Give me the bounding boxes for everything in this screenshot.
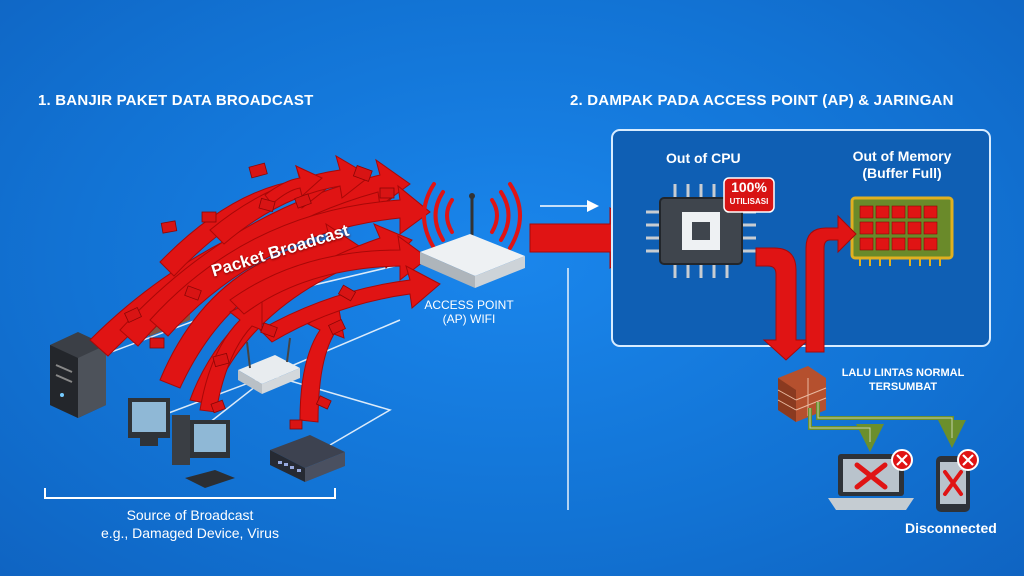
access-point-icon: [420, 182, 525, 288]
source-label-line1: Source of Broadcast: [126, 507, 254, 523]
phone-icon: [936, 456, 970, 512]
cpu-icon: [646, 184, 756, 278]
cpu-badge-label: UTILISASI: [729, 197, 769, 206]
cpu-badge: [723, 177, 775, 213]
packets: [124, 162, 395, 430]
disconnected-label: Disconnected: [905, 520, 997, 536]
error-icon: [957, 449, 979, 471]
blocked-traffic-line1: LALU LINTAS NORMAL: [841, 367, 965, 379]
access-point-label-line1: ACCESS POINT: [424, 298, 514, 312]
memory-icon: [850, 196, 954, 266]
memory-title: Out of Memory (Buffer Full): [840, 148, 964, 182]
error-icon: [891, 449, 913, 471]
desktop-icon: [128, 398, 235, 488]
broadcast-flood: [89, 154, 441, 423]
access-point-label: ACCESS POINT (AP) WIFI: [404, 298, 534, 326]
right-heading: 2. DAMPAK PADA ACCESS POINT (AP) & JARIN…: [570, 92, 954, 109]
memory-title-line1: Out of Memory: [852, 148, 952, 164]
switch-icon: [270, 435, 345, 482]
access-point-label-line2: (AP) WIFI: [442, 312, 496, 326]
blocked-traffic-line2: TERSUMBAT: [868, 381, 938, 393]
blocked-links-highlight: [809, 402, 953, 442]
router-icon: [238, 337, 300, 394]
blocked-links: [808, 402, 966, 452]
firewall-icon: [777, 366, 827, 422]
source-bracket: [44, 488, 336, 499]
overload-flow: [755, 214, 857, 361]
laptop-icon: [828, 454, 914, 510]
left-heading: 1. BANJIR PAKET DATA BROADCAST: [38, 92, 314, 109]
source-label-line2: e.g., Damaged Device, Virus: [101, 525, 279, 541]
memory-title-line2: (Buffer Full): [862, 165, 942, 181]
cpu-badge-value: 100%: [731, 179, 767, 195]
source-label: Source of Broadcast e.g., Damaged Device…: [70, 506, 310, 542]
server-icon: [50, 332, 106, 418]
cpu-title: Out of CPU: [666, 150, 741, 166]
blocked-traffic-label: LALU LINTAS NORMAL TERSUMBAT: [828, 366, 978, 394]
